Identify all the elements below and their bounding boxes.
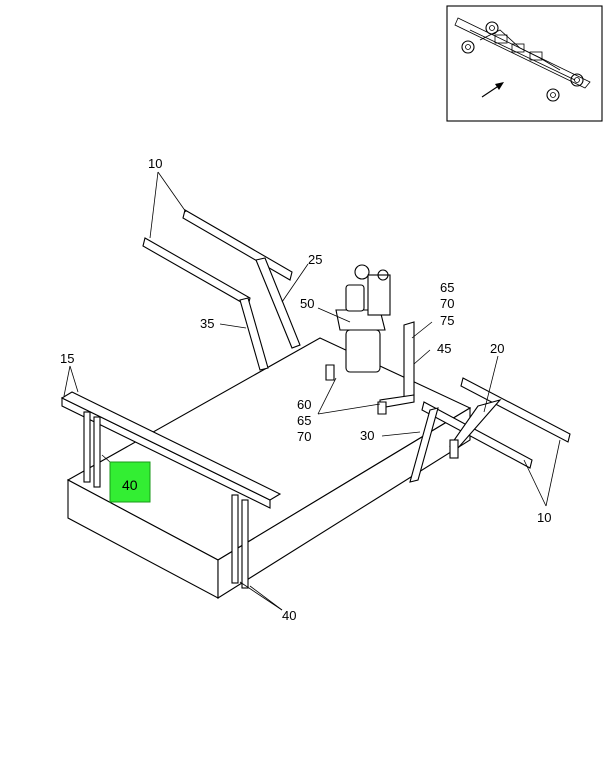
rail-10-right-lower — [421, 401, 533, 469]
highlight-box[interactable] — [109, 461, 151, 503]
rail-15-b — [60, 391, 282, 501]
gauge-icon — [354, 264, 370, 280]
callout-30[interactable]: 30 — [360, 428, 374, 443]
callout-50[interactable]: 50 — [300, 296, 314, 311]
callout-75[interactable]: 75 — [440, 313, 454, 328]
left-rail-assembly — [60, 391, 282, 589]
cylinder — [345, 284, 365, 312]
post-35 — [239, 297, 269, 371]
callout-labels: 10 25 65 70 75 50 35 45 20 15 60 65 70 3… — [60, 156, 551, 623]
post-left-b — [93, 416, 101, 488]
upper-rail-lower — [142, 237, 251, 307]
callout-35[interactable]: 35 — [200, 316, 214, 331]
callout-15[interactable]: 15 — [60, 351, 74, 366]
callout-65-top[interactable]: 65 — [440, 280, 454, 295]
inset-frame — [446, 5, 603, 122]
callout-25[interactable]: 25 — [308, 252, 322, 267]
callout-20[interactable]: 20 — [490, 341, 504, 356]
valve-block — [367, 274, 391, 316]
chassis-thumbnail — [454, 17, 591, 102]
callout-70-mid[interactable]: 70 — [297, 429, 311, 444]
post-30 — [409, 407, 439, 483]
bracket-45 — [403, 321, 415, 399]
rear-frame — [142, 209, 301, 371]
post-40-a — [231, 494, 239, 584]
callout-40-bottom[interactable]: 40 — [282, 608, 296, 623]
brace-25 — [255, 257, 301, 349]
callout-65-mid[interactable]: 65 — [297, 413, 311, 428]
clip-60-b — [377, 401, 387, 415]
callout-45[interactable]: 45 — [437, 341, 451, 356]
tank-50 — [345, 329, 381, 373]
platform — [66, 337, 472, 599]
tank-assembly — [325, 264, 415, 415]
fitting-icon — [377, 269, 389, 281]
post-40-b — [241, 499, 249, 589]
locator-arrow-icon — [481, 82, 504, 98]
post-left-a — [83, 411, 91, 483]
callout-10-top[interactable]: 10 — [148, 156, 162, 171]
platform-side — [217, 407, 471, 599]
callout-60[interactable]: 60 — [297, 397, 311, 412]
callout-40-highlight[interactable]: 40 — [122, 477, 138, 493]
locator-inset — [446, 5, 603, 122]
callout-10-right[interactable]: 10 — [537, 510, 551, 525]
clip-right — [449, 439, 459, 459]
callout-70-top[interactable]: 70 — [440, 296, 454, 311]
clip-60-a — [325, 364, 335, 381]
